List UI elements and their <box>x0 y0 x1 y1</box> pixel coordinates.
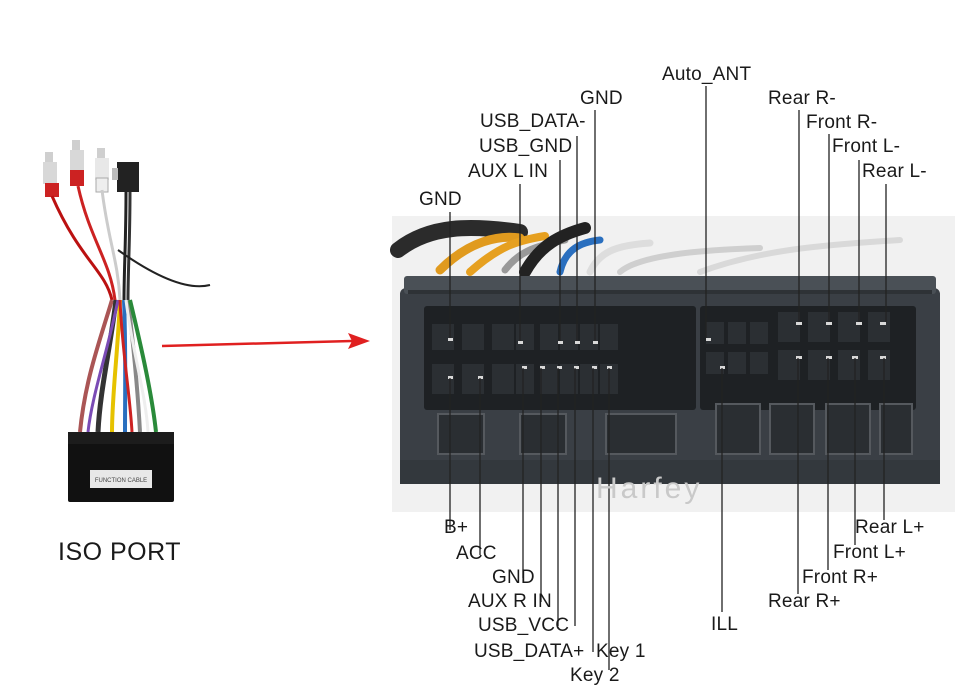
latch-slots <box>437 403 913 455</box>
callout-lines <box>449 86 887 670</box>
label-b-plus: B+ <box>444 517 469 538</box>
label-gnd-bottom: GND <box>492 567 535 588</box>
label-key-1: Key 1 <box>596 641 646 662</box>
label-gnd-top: GND <box>580 88 623 109</box>
watermark: Harfey <box>596 472 703 505</box>
harness-tag-text: FUNCTION CABLE <box>95 478 147 484</box>
label-front-r-minus: Front R- <box>806 112 878 133</box>
label-rear-r-plus: Rear R+ <box>768 591 841 612</box>
wire-bundle <box>50 185 211 433</box>
label-aux-r-in: AUX R IN <box>468 591 552 612</box>
label-gnd-left: GND <box>419 189 462 210</box>
label-front-r-plus: Front R+ <box>802 567 879 588</box>
label-acc: ACC <box>456 543 497 564</box>
label-key-2: Key 2 <box>570 665 620 686</box>
harness-tag <box>90 470 152 488</box>
pin-contacts <box>448 322 886 379</box>
label-ill: ILL <box>711 614 739 635</box>
label-rear-r-minus: Rear R- <box>768 88 836 109</box>
label-usb-data-plus: USB_DATA+ <box>474 641 585 662</box>
rca-plugs <box>43 140 139 197</box>
connector-wires <box>390 220 903 278</box>
label-auto-ant: Auto_ANT <box>662 64 752 85</box>
label-rear-l-plus: Rear L+ <box>855 517 925 538</box>
label-usb-vcc: USB_VCC <box>478 615 570 636</box>
label-usb-data-minus: USB_DATA- <box>480 111 586 132</box>
label-aux-l-in: AUX L IN <box>468 161 549 182</box>
label-front-l-minus: Front L- <box>832 136 901 157</box>
label-usb-gnd: USB_GND <box>479 136 573 157</box>
iso-port-label: ISO PORT <box>58 538 182 566</box>
label-rear-l-minus: Rear L- <box>862 161 927 182</box>
label-front-l-plus: Front L+ <box>833 542 906 563</box>
iso-harness-image: FUNCTION CABLE <box>43 140 211 502</box>
